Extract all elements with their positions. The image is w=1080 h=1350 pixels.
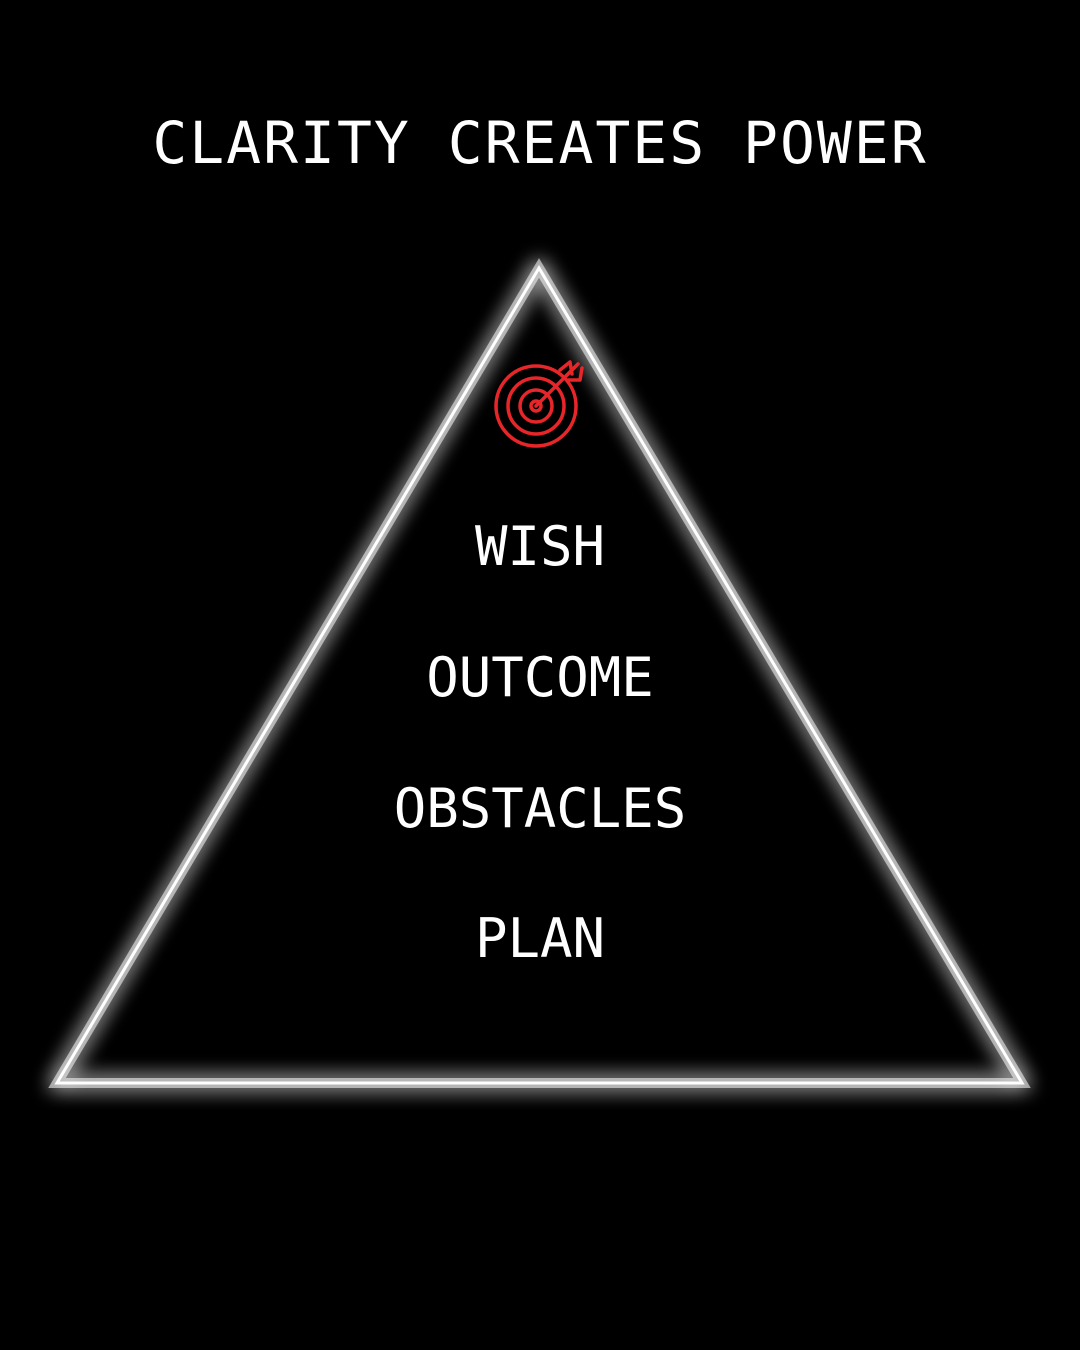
triangle-line [54,265,1025,1085]
step-plan: PLAN [474,907,606,970]
step-outcome: OUTCOME [426,646,654,709]
step-wish: WISH [474,515,606,578]
page-title: CLARITY CREATES POWER [152,109,928,177]
step-obstacles: OBSTACLES [393,777,687,840]
target-icon [494,360,584,448]
